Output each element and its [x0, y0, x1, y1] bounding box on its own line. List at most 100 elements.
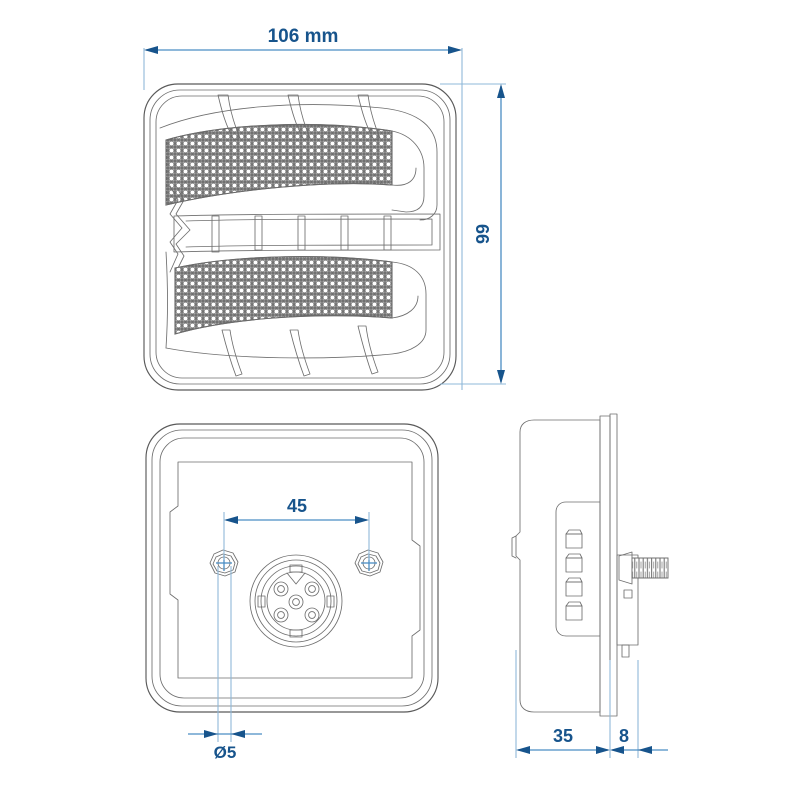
front-lens-upper-sweep [391, 130, 425, 213]
front-housing-outer [143, 83, 457, 391]
rear-view [145, 423, 439, 713]
connector-pin-5-center-bore [292, 598, 300, 606]
dimension-stud-length-label: 8 [619, 726, 629, 746]
side-body-shoulder [555, 501, 601, 637]
connector-pin-4 [304, 607, 320, 623]
side-slot-1-top [565, 529, 583, 535]
side-body-notch [511, 535, 517, 559]
stud-hex-head [618, 551, 633, 585]
dimension-body-depth-arrow-right [596, 746, 610, 754]
side-slot-2-top [565, 553, 583, 559]
side-view [511, 413, 669, 717]
rear-housing-inner [159, 437, 425, 699]
rear-housing-outer [145, 423, 439, 713]
front-chevron-icon [169, 185, 183, 273]
connector-pin-4-bore [308, 611, 316, 619]
connector-pin-1 [273, 581, 289, 597]
front-bar-seg-2 [254, 215, 263, 251]
dimension-height-arrow-bottom [497, 370, 505, 384]
connector-lug-top [289, 564, 303, 573]
side-slot-3-top [565, 577, 583, 583]
connector-pin-2 [304, 581, 320, 597]
connector-5-pin [249, 554, 343, 648]
dimension-width-arrow-right [448, 46, 462, 54]
front-bar-seg-4 [340, 215, 349, 251]
dimension-height-arrow-top [497, 84, 505, 98]
front-center-bar-inner [185, 218, 433, 248]
rear-recess-panel [169, 461, 421, 679]
dimension-width: 106 mm [143, 26, 463, 390]
side-body-outline [515, 419, 601, 713]
side-slot-4-top [565, 601, 583, 607]
side-lens-plate-face [609, 413, 618, 717]
front-rib-bottom-1 [221, 329, 243, 377]
dimension-width-label: 106 mm [268, 26, 339, 47]
connector-lug-left [257, 595, 266, 608]
front-lens-left-edge [165, 251, 168, 349]
side-lens-plate [599, 415, 611, 717]
connector-ring-2 [254, 559, 338, 643]
side-slot-1 [565, 533, 583, 549]
front-center-bar [173, 213, 441, 253]
front-bar-seg-5 [383, 215, 392, 251]
connector-pin-1-bore [277, 585, 285, 593]
mounting-hole-left-outer [209, 549, 239, 577]
front-lens-lower-sweep-inner [391, 295, 419, 319]
dimension-body-depth-label: 35 [553, 726, 573, 746]
side-slot-4 [565, 605, 583, 621]
connector-lug-bottom [289, 629, 303, 638]
front-bar-seg-1 [211, 215, 220, 253]
dimension-hole-spacing-arrow-right [355, 516, 369, 524]
mounting-hole-left-mid [212, 553, 236, 574]
front-chevron-icon-2 [175, 185, 191, 273]
mounting-hole-right-mid [357, 553, 381, 574]
front-lens-band-upper [165, 123, 393, 206]
front-rib-top-1 [217, 94, 241, 141]
front-rib-bottom-2 [289, 329, 311, 377]
front-lens-lower-contour [165, 261, 427, 359]
connector-outer-ring [249, 554, 343, 648]
dimension-height: 99 [440, 83, 506, 385]
mounting-hole-right-outer [354, 549, 384, 577]
connector-lug-right [326, 595, 335, 608]
front-housing-mid [149, 89, 451, 385]
dimension-body-depth-arrow-left [516, 746, 530, 754]
side-slot-2 [565, 557, 583, 573]
connector-pin-5-center [288, 594, 304, 610]
rear-housing-mid [151, 429, 433, 707]
dimension-stud-length: 8 [610, 660, 668, 758]
front-bar-seg-3 [297, 215, 306, 251]
dimension-hole-diameter-arrow-right [231, 730, 245, 738]
dimension-hole-spacing-arrow-left [224, 516, 238, 524]
dimension-hole-spacing: 45 [223, 496, 370, 560]
connector-keyway-notch [286, 572, 306, 585]
front-view [143, 83, 457, 391]
dimension-hole-diameter-arrow-left [204, 730, 218, 738]
front-rib-top-3 [357, 94, 381, 141]
stud-thread [631, 557, 669, 579]
connector-ring-4 [266, 571, 326, 631]
dimension-hole-diameter-label: Ø5 [214, 743, 237, 762]
dimension-stud-length-arrow-right [638, 746, 652, 754]
side-mount-bracket [616, 554, 639, 646]
threaded-stud [618, 551, 669, 585]
connector-pin-3 [273, 607, 289, 623]
front-lens-upper-sweep-inner [391, 167, 417, 186]
front-rib-bottom-3 [357, 325, 379, 375]
side-slot-3 [565, 581, 583, 597]
dimension-stud-length-arrow-left [610, 746, 624, 754]
dimension-body-depth: 35 [515, 650, 611, 758]
front-rib-top-2 [287, 94, 311, 141]
dimension-width-arrow-left [144, 46, 158, 54]
dimension-hole-diameter: Ø5 [188, 566, 262, 762]
connector-pin-3-bore [277, 611, 285, 619]
front-lens-band-lower [174, 256, 393, 335]
side-bracket-hole [623, 589, 633, 599]
dimension-height-label: 99 [473, 224, 493, 244]
side-bracket-tab [621, 644, 630, 658]
dimension-hole-spacing-label: 45 [287, 496, 307, 516]
connector-ring-3 [260, 565, 332, 637]
front-housing-inner [155, 95, 445, 379]
